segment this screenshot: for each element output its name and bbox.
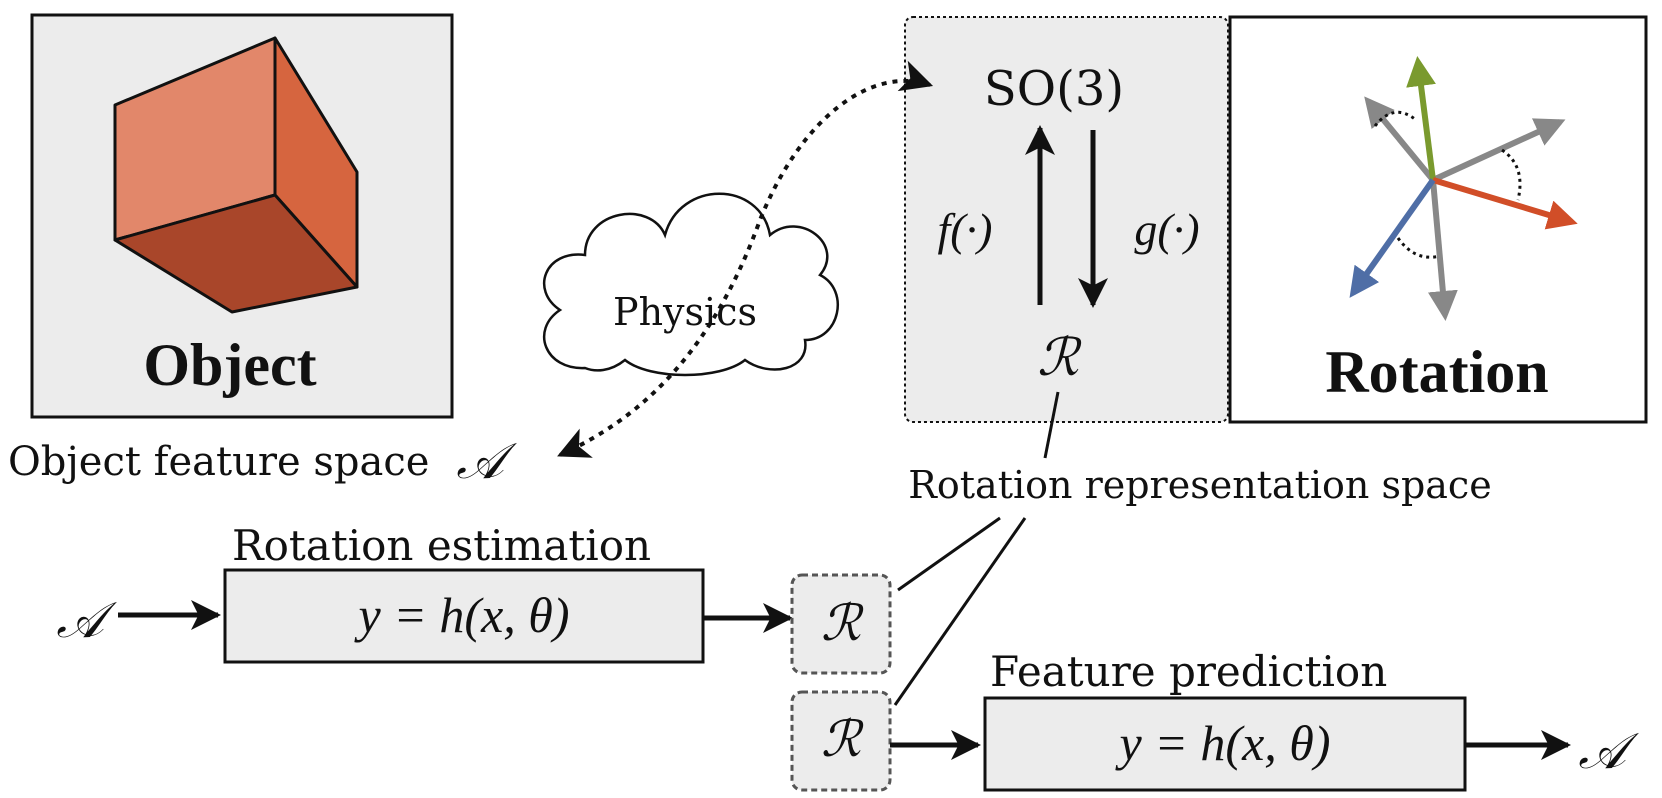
prediction-formula: y = h(x, θ) [1115,715,1331,771]
so3-label: SO(3) [984,61,1124,117]
rotation-panel: Rotation [1228,15,1648,424]
g-map-label: g(·) [1134,204,1199,255]
rep-output-box [790,573,892,675]
feature-symbol-top: 𝒜 [456,432,517,490]
feature-symbol-output: 𝒜 [1578,722,1639,780]
estimation-box [223,568,705,664]
rotation-title: Rotation [1325,339,1548,405]
representation-panel [904,16,1229,423]
physics-label: Physics [613,290,757,334]
rotation-estimation-title: Rotation estimation [232,521,651,570]
object-panel: Object [30,13,454,419]
f-map-label: f(·) [938,204,993,255]
cloud-icon [542,192,839,377]
connector-rep-bottom [893,517,1027,706]
object-feature-space-label: Object feature space [8,439,429,485]
rep-symbol-input: ℛ [821,710,864,768]
estimation-formula: y = h(x, θ) [354,587,570,643]
object-title: Object [143,332,316,398]
rotation-representation-space-label: Rotation representation space [908,463,1491,507]
rep-symbol-output: ℛ [821,594,864,652]
rotation-axes-icon [1349,56,1578,321]
connector-rep-mid [897,516,1001,592]
connector-rep-top [1043,391,1060,459]
cube-icon [113,36,359,314]
rep-input-box [790,690,892,792]
rep-symbol-top: ℛ [1037,328,1082,388]
feature-prediction-title: Feature prediction [990,647,1387,696]
feature-symbol-input: 𝒜 [56,591,117,649]
prediction-box [983,696,1467,792]
